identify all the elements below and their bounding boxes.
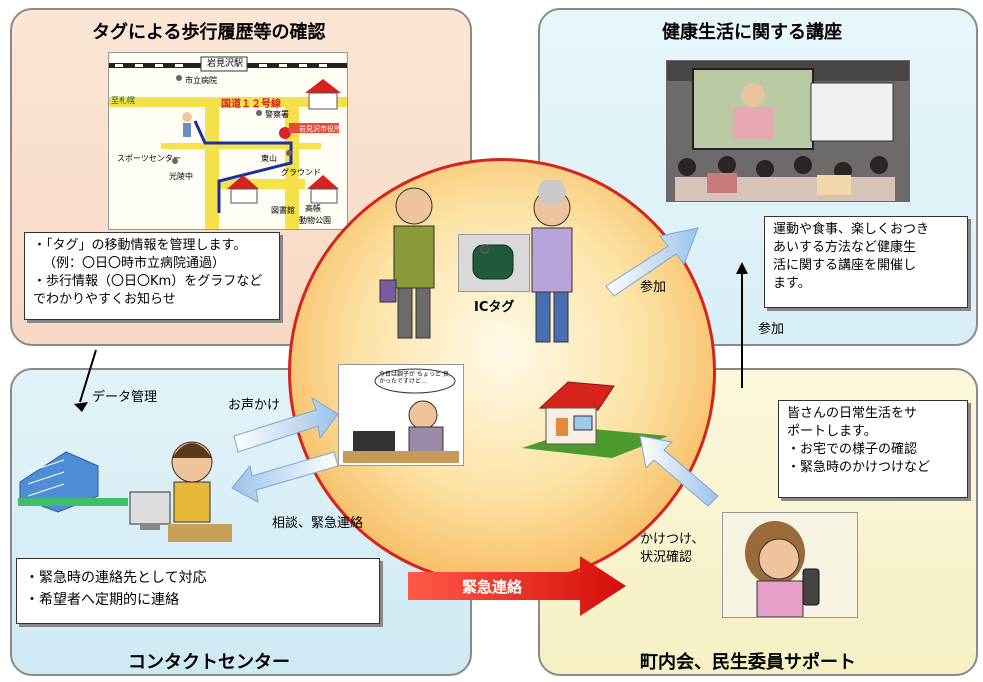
- map-lights-label: 光陵中: [169, 172, 193, 181]
- rush-label-1: かけつけ、: [640, 532, 705, 547]
- map-city-hall-label: 岩見沢市役所: [299, 125, 341, 133]
- map-police-label: 警察署: [265, 110, 289, 119]
- tag-info-line-4: でわかりやすくお知らせ: [33, 292, 176, 307]
- lecture-photo: [666, 60, 910, 202]
- phone-call-illustration: 今日は調子が ちょっと 良かったですけど…: [338, 364, 464, 466]
- consult-arrow: [231, 451, 339, 503]
- tag-history-title: タグによる歩行履歴等の確認: [92, 22, 326, 43]
- emergency-label: 緊急連絡: [462, 578, 523, 596]
- lecture-info-box: 運動や食事、楽しくおつき あいする方法など健康生 活に関する講座を開催し ます。: [764, 216, 968, 308]
- ic-tag-label: ICタグ: [474, 300, 515, 315]
- house-icon: [227, 79, 341, 204]
- elderly-people-graphic: [379, 178, 573, 343]
- map-library-label: 図書館: [271, 206, 295, 215]
- health-lecture-title: 健康生活に関する講座: [662, 22, 842, 43]
- tag-info-box: ・「タグ」の移動情報を管理します。 （例：〇日〇時市立病院通過） ・歩行情報（〇…: [24, 232, 280, 320]
- map-sports-label: スポーツセンター: [117, 154, 181, 163]
- contact-center-title: コンタクトセンター: [128, 652, 290, 673]
- map-graphic: [109, 53, 347, 229]
- rush-label-2: 状況確認: [640, 550, 693, 565]
- support-info-box: 皆さんの日常生活をサ ポートします。 ・お宅での様子の確認 ・緊急時のかけつけな…: [778, 400, 968, 498]
- consult-label: 相談、緊急連絡: [272, 516, 364, 531]
- phone-speech-bubble: 今日は調子が ちょっと 良かったですけど…: [379, 371, 449, 385]
- contact-info-box: ・緊急時の連絡先として対応 ・希望者へ定期的に連絡: [16, 558, 380, 624]
- map-left-label: 至札幌: [111, 96, 135, 105]
- contact-center-illustration: [18, 441, 232, 542]
- lecture-info-line-3: 活に関する講座を開催し: [773, 258, 917, 273]
- call-out-arrow: [233, 396, 339, 453]
- emergency-arrow: [408, 556, 626, 616]
- home-icon: [522, 381, 668, 458]
- lecture-info-line-4: ます。: [773, 276, 811, 291]
- ic-tag-photo: [458, 234, 530, 292]
- call-out-label: お声かけ: [228, 398, 281, 413]
- walking-map: 岩見沢駅 国道１２号線 至札幌 市立病院 岩見沢市役所 警察署 スポーツセンター…: [108, 52, 348, 230]
- tag-info-line-2: （例：〇日〇時市立病院通過）: [43, 256, 226, 271]
- data-mgmt-arrow: [79, 349, 97, 403]
- lecture-info-line-2: あいする方法など健康生: [773, 240, 917, 255]
- join-arrow: [605, 227, 699, 297]
- map-hospital-label: 市立病院: [185, 76, 217, 85]
- lecture-photo-graphic: [667, 61, 909, 201]
- map-higashiyama-label: 東山: [261, 154, 277, 163]
- tag-info-line-3: ・歩行情報（〇日〇Km）をグラフなど: [33, 274, 263, 289]
- map-ground-label: グラウンド: [281, 168, 321, 177]
- map-takashina-label: 高帳: [305, 204, 321, 213]
- community-support-title: 町内会、民生委員サポート: [640, 652, 856, 673]
- support-info-line-2: ポートします。: [787, 424, 877, 439]
- volunteer-phone-photo: [722, 512, 858, 618]
- support-info-line-4: ・緊急時のかけつけなど: [787, 460, 931, 475]
- support-info-line-1: 皆さんの日常生活をサ: [787, 406, 918, 421]
- support-info-line-3: ・お宅での様子の確認: [787, 442, 918, 457]
- map-park-label: 動物公園: [299, 216, 331, 225]
- join-label-1: 参加: [640, 280, 667, 295]
- data-mgmt-label: データ管理: [92, 390, 158, 405]
- ic-tag-icon: [472, 244, 514, 280]
- map-station-label: 岩見沢駅: [207, 59, 244, 69]
- contact-info-line-1: ・緊急時の連絡先として対応: [25, 570, 207, 586]
- lecture-info-line-1: 運動や食事、楽しくおつき: [773, 222, 930, 237]
- join-label-2: 参加: [758, 322, 785, 337]
- map-route-label: 国道１２号線: [221, 99, 281, 110]
- rush-arrow: [639, 435, 719, 507]
- volunteer-phone-graphic: [723, 513, 857, 618]
- elderly-people-illustration: [376, 178, 598, 356]
- tag-info-line-1: ・「タグ」の移動情報を管理します。: [33, 238, 247, 253]
- phone-call-graphic: [339, 365, 463, 465]
- contact-info-line-2: ・希望者へ定期的に連絡: [25, 592, 179, 608]
